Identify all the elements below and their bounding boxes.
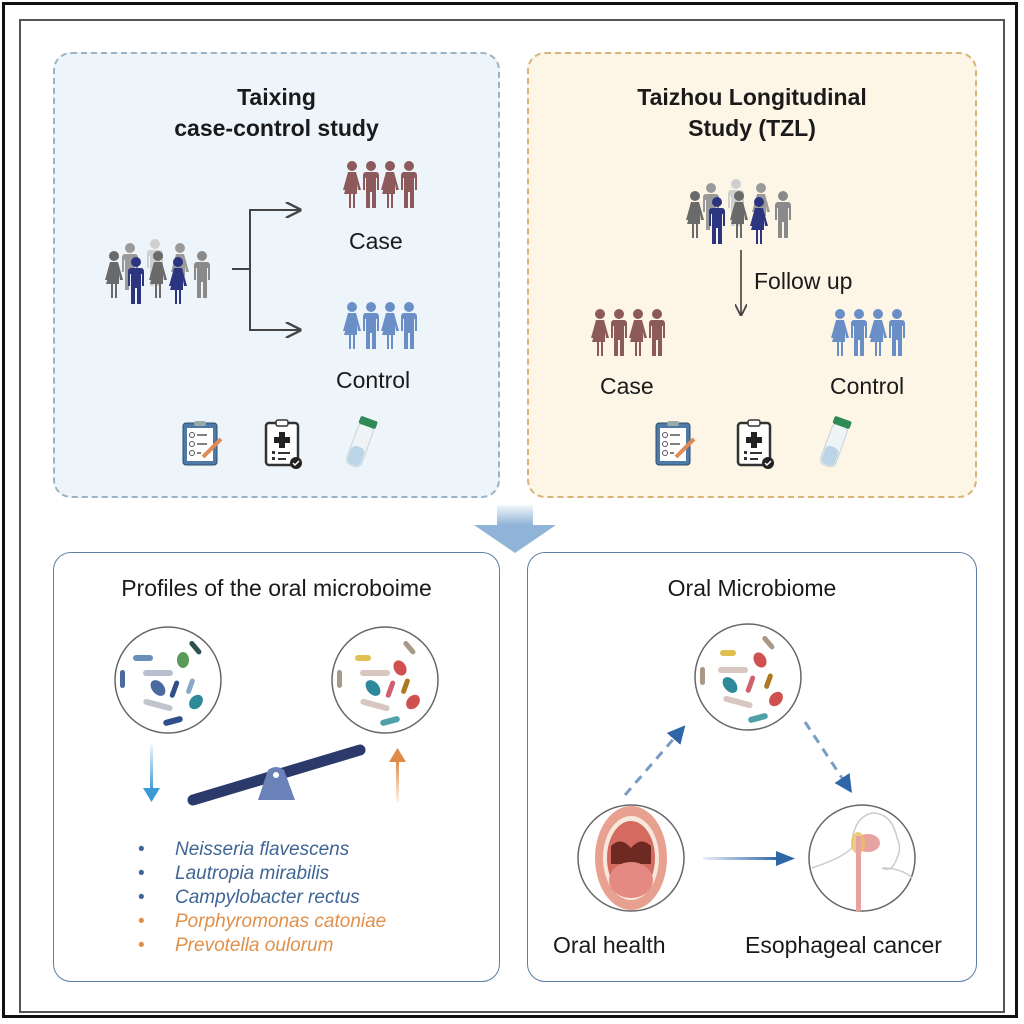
bullet-icon: • xyxy=(138,887,145,908)
tzl-title-line1: Taizhou Longitudinal xyxy=(637,84,867,110)
bullet-icon: • xyxy=(138,911,145,932)
flow-down-arrow xyxy=(474,505,556,553)
taixing-case-group-icon xyxy=(343,161,417,208)
open-mouth-circle xyxy=(577,804,685,912)
taixing-title-line1: Taixing xyxy=(237,84,316,110)
health-to-microbiome-arrow xyxy=(623,725,686,796)
taixing-split-arrow-control xyxy=(249,269,300,330)
taixing-title: Taixing case-control study xyxy=(53,82,500,144)
taixing-case-label: Case xyxy=(349,228,403,254)
species-item: • Prevotella oulorum xyxy=(120,934,386,958)
species-name: Porphyromonas catoniae xyxy=(175,911,387,932)
profiles-title: Profiles of the oral microboime xyxy=(121,575,432,601)
species-name: Lautropia mirabilis xyxy=(175,863,330,884)
tzl-case-label: Case xyxy=(600,373,654,399)
bullet-icon: • xyxy=(138,839,145,860)
taixing-questionnaire-icon xyxy=(181,419,223,467)
taixing-title-line2: case-control study xyxy=(174,115,379,141)
depleted-microbe-circle xyxy=(114,626,222,734)
oral-microbiome-title: Oral Microbiome xyxy=(667,575,837,601)
tzl-control-label: Control xyxy=(830,373,905,399)
taixing-sample-tube-icon xyxy=(343,415,379,470)
esophageal-cancer-label: Esophageal cancer xyxy=(745,932,942,958)
taixing-control-label: Control xyxy=(336,367,411,393)
species-name: Campylobacter rectus xyxy=(175,887,360,908)
health-to-cancer-arrow xyxy=(703,851,795,866)
tzl-control-group-icon xyxy=(831,309,905,356)
oral-microbiome-circle xyxy=(694,623,802,731)
tzl-sample-tube-icon xyxy=(817,415,853,470)
species-item: • Neisseria flavescens xyxy=(120,838,386,862)
bullet-icon: • xyxy=(138,863,145,884)
species-item: • Porphyromonas catoniae xyxy=(120,910,386,934)
tzl-case-group-icon xyxy=(591,309,665,356)
taixing-population-crowd xyxy=(105,239,210,304)
seesaw-icon xyxy=(187,744,366,806)
tzl-follow-up-label: Follow up xyxy=(754,268,853,294)
oral-health-label: Oral health xyxy=(553,932,666,958)
figure-inner-border xyxy=(19,19,1005,1013)
tzl-title-line2: Study (TZL) xyxy=(688,115,816,141)
species-name: Prevotella oulorum xyxy=(175,935,334,956)
tzl-questionnaire-icon xyxy=(654,419,696,467)
species-item: • Lautropia mirabilis xyxy=(120,862,386,886)
species-name: Neisseria flavescens xyxy=(175,839,350,860)
microbiome-to-cancer-arrow xyxy=(803,721,852,794)
tzl-title: Taizhou Longitudinal Study (TZL) xyxy=(527,82,977,144)
species-item: • Campylobacter rectus xyxy=(120,886,386,910)
bullet-icon: • xyxy=(138,935,145,956)
decrease-arrow xyxy=(143,745,160,802)
taixing-medical-record-icon xyxy=(264,418,304,471)
taixing-control-group-icon xyxy=(343,302,417,349)
tzl-population-crowd xyxy=(686,179,791,244)
increase-arrow xyxy=(389,748,406,802)
tzl-medical-record-icon xyxy=(736,418,776,471)
taixing-split-arrow-case xyxy=(232,210,300,270)
esophagus-head-circle xyxy=(808,804,916,912)
species-list: • Neisseria flavescens • Lautropia mirabili… xyxy=(120,838,386,958)
enriched-microbe-circle xyxy=(331,626,439,734)
